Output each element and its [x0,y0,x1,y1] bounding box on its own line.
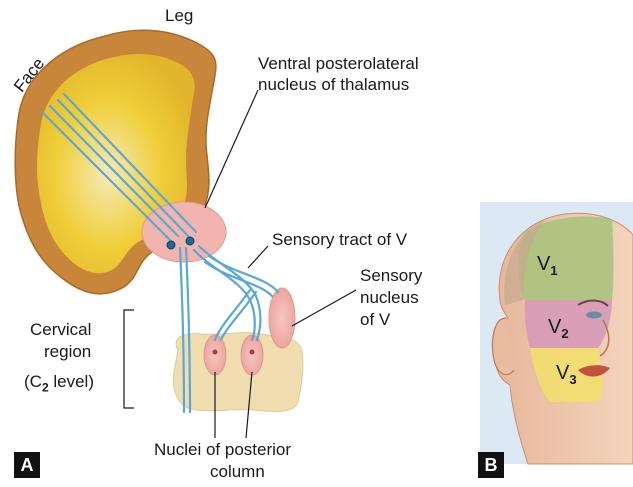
sensory-nucleus-v [269,288,295,348]
panel-a-tag: A [14,452,40,478]
label-sensory-nucleus-line2: nucleus [360,288,419,308]
label-vpl-line1: Ventral posterolateral [258,54,419,74]
zone-v3-label: V3 [556,362,577,387]
label-sensory-nucleus-line1: Sensory [360,266,422,286]
label-vpl-line2: nucleus of thalamus [258,75,409,95]
label-c2-level: (C2 level) [24,372,94,397]
label-cervical-line2: region [44,342,91,362]
zone-v2-label: V2 [548,316,569,341]
label-posterior-line2: column [210,462,265,482]
label-cervical-line1: Cervical [30,320,91,340]
label-sensory-nucleus-line3: of V [360,310,390,330]
label-posterior-line1: Nuclei of posterior [154,440,291,460]
label-leg: Leg [165,6,193,26]
label-sensory-tract: Sensory tract of V [272,230,407,250]
zone-v1-label: V1 [537,253,558,278]
panel-b-tag: B [478,452,504,478]
